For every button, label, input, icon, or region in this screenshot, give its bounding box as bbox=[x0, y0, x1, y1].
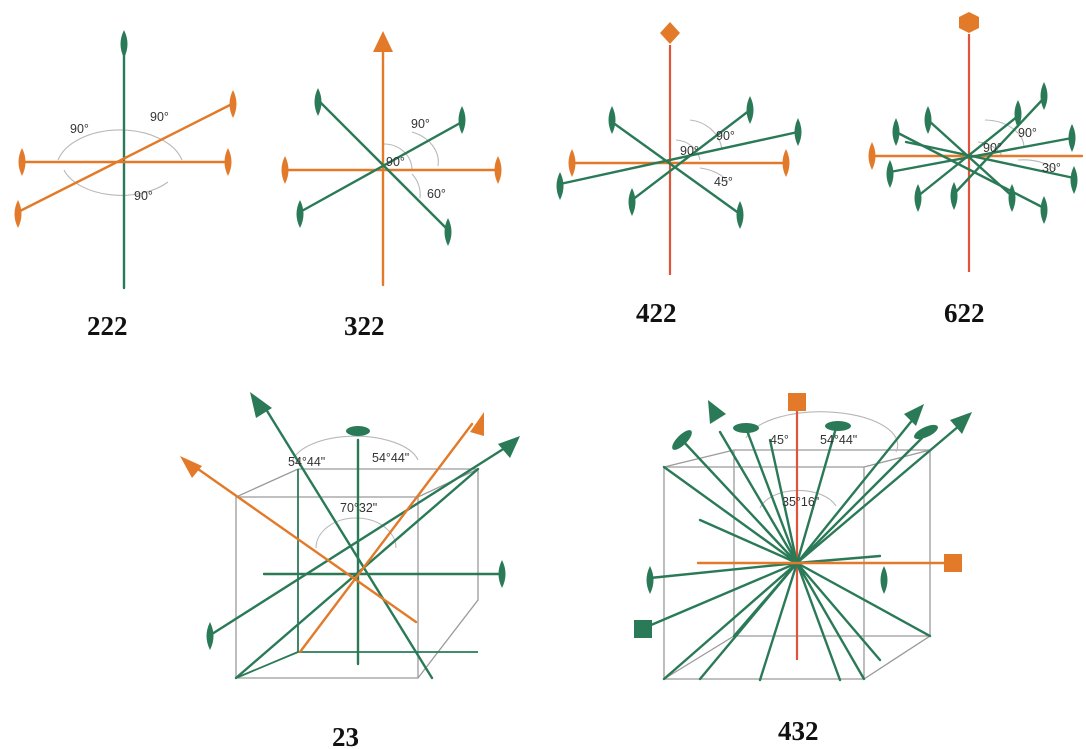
axis-bundle bbox=[642, 416, 968, 682]
threefold-axis-icon bbox=[708, 400, 726, 424]
threefold-axis-icon bbox=[950, 412, 972, 434]
diagram-622: 90° 90° 30° 622 bbox=[868, 12, 1084, 328]
point-group-label: 432 bbox=[778, 716, 819, 746]
threefold-axis-icon bbox=[180, 456, 202, 478]
angle-label: 54°44" bbox=[288, 455, 325, 469]
threefold-axis-icon bbox=[470, 412, 484, 436]
twofold-axis-icon bbox=[498, 560, 506, 588]
twofold-axis bbox=[444, 218, 452, 246]
twofold-axis bbox=[1008, 184, 1016, 212]
twofold-axis bbox=[1040, 196, 1048, 224]
diagram-322: 90° 90° 60° 322 bbox=[281, 31, 502, 341]
angle-label: 45° bbox=[770, 433, 789, 447]
angle-label: 90° bbox=[1018, 126, 1037, 140]
diagram-222: 90° 90° 90° 222 bbox=[14, 30, 237, 341]
twofold-axis bbox=[746, 96, 754, 124]
twofold-axis bbox=[458, 106, 466, 134]
sixfold-axis-icon bbox=[959, 12, 979, 33]
twofold-axis-upperright bbox=[229, 90, 237, 118]
angle-label: 60° bbox=[427, 187, 446, 201]
diagram-432: 45° 54°44" 35°16" 432 bbox=[634, 393, 972, 746]
point-group-label: 222 bbox=[87, 311, 128, 341]
angle-label: 45° bbox=[714, 175, 733, 189]
angle-label: 90° bbox=[134, 189, 153, 203]
angle-label: 90° bbox=[150, 110, 169, 124]
angle-label: 70°32" bbox=[340, 501, 377, 515]
angle-label: 90° bbox=[716, 129, 735, 143]
twofold-axis bbox=[950, 182, 958, 210]
twofold-axis-left bbox=[281, 156, 289, 184]
twofold-axis bbox=[1068, 124, 1076, 152]
twofold-axis-icon bbox=[206, 622, 214, 650]
twofold-axis bbox=[628, 188, 636, 216]
twofold-axis-icon bbox=[914, 424, 938, 440]
angle-label: 54°44" bbox=[372, 451, 409, 465]
twofold-axis-icon bbox=[733, 423, 759, 433]
angle-label: 90° bbox=[983, 141, 1002, 155]
twofold-axis bbox=[314, 88, 322, 116]
twofold-axis bbox=[296, 200, 304, 228]
twofold-axis bbox=[1040, 82, 1048, 110]
point-group-label: 422 bbox=[636, 298, 677, 328]
twofold-axis-icon bbox=[346, 426, 370, 436]
twofold-axis bbox=[886, 160, 894, 188]
twofold-axis-top bbox=[120, 30, 128, 58]
fourfold-axis-icon bbox=[788, 393, 806, 411]
twofold-axis bbox=[892, 118, 900, 146]
twofold-axis bbox=[914, 184, 922, 212]
point-group-label: 622 bbox=[944, 298, 985, 328]
angle-label: 30° bbox=[1042, 161, 1061, 175]
twofold-axis bbox=[608, 106, 616, 134]
twofold-axis-left bbox=[18, 148, 26, 176]
twofold-axis bbox=[736, 201, 744, 229]
point-group-label: 322 bbox=[344, 311, 385, 341]
twofold-axis-lowerleft bbox=[14, 200, 22, 228]
twofold-axis bbox=[794, 118, 802, 146]
twofold-axis-icon bbox=[880, 566, 888, 594]
diagram-422: 90° 90° 45° 422 bbox=[556, 22, 802, 328]
twofold-axis-icon bbox=[672, 430, 692, 450]
fourfold-axis-icon bbox=[634, 620, 652, 638]
angle-label: 54°44" bbox=[820, 433, 857, 447]
twofold-axis bbox=[924, 106, 932, 134]
point-group-label: 23 bbox=[332, 722, 359, 749]
threefold-axis-icon bbox=[904, 404, 924, 426]
fourfold-axis-icon bbox=[660, 22, 680, 44]
twofold-axis bbox=[1070, 166, 1078, 194]
angle-label: 90° bbox=[680, 144, 699, 158]
diagram-23: 54°44" 54°44" 70°32" 23 bbox=[180, 392, 520, 749]
fourfold-axis-icon bbox=[944, 554, 962, 572]
twofold-axis-left bbox=[868, 142, 876, 170]
threefold-axis-icon bbox=[373, 31, 393, 52]
twofold-axis-icon bbox=[646, 566, 654, 594]
angle-label: 90° bbox=[411, 117, 430, 131]
threefold-axis-icon bbox=[498, 436, 520, 458]
twofold-axis-icon bbox=[825, 421, 851, 431]
twofold-axis bbox=[556, 172, 564, 200]
angle-label: 90° bbox=[386, 155, 405, 169]
twofold-axis-right bbox=[782, 149, 790, 177]
threefold-axis-icon bbox=[250, 392, 272, 418]
twofold-axis-right bbox=[494, 156, 502, 184]
twofold-axis-left bbox=[568, 149, 576, 177]
angle-label: 90° bbox=[70, 122, 89, 136]
twofold-axis-right bbox=[224, 148, 232, 176]
angle-label: 35°16" bbox=[782, 495, 819, 509]
